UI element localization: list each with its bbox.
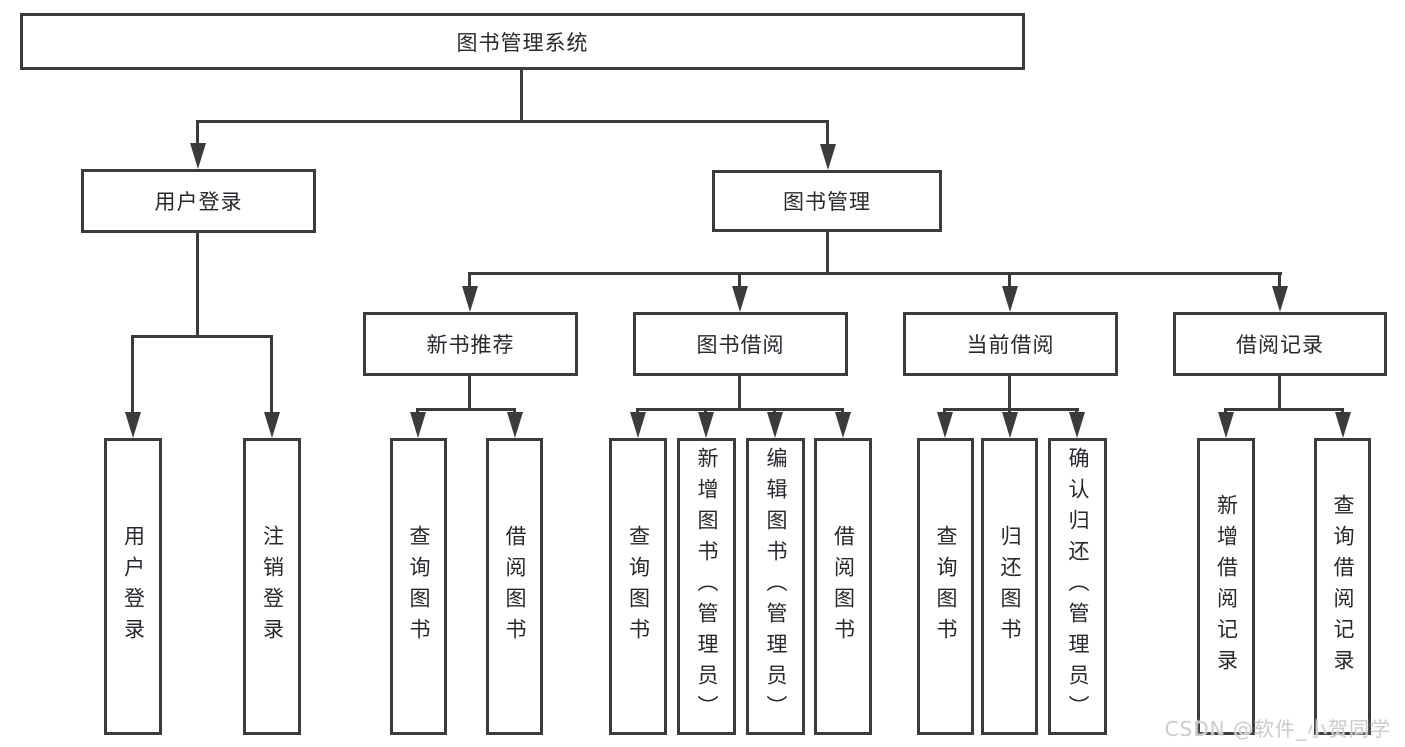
connector-stem [468, 272, 471, 290]
node-book-borrow-label: 图书借阅 [696, 333, 785, 357]
arrowhead-down-icon [507, 412, 523, 438]
node-user-login: 用户登录 [81, 169, 316, 233]
node-root-label: 图书管理系统 [456, 30, 589, 55]
leaf-query-book-2: 查询图书 [609, 438, 667, 735]
connector-stem [1278, 272, 1281, 290]
node-new-book-recommend-label: 新书推荐 [426, 333, 515, 357]
arrowhead-down-icon [264, 412, 280, 438]
node-current-borrow-label: 当前借阅 [966, 333, 1055, 357]
leaf-query-borrow-record-label: 查询借阅记录 [1331, 493, 1355, 680]
leaf-add-borrow-record-label: 新增借阅记录 [1214, 493, 1239, 680]
leaf-edit-book-admin-label: 编辑图书（管理员） [764, 447, 788, 726]
arrowhead-down-icon [462, 286, 478, 312]
arrowhead-down-icon [125, 412, 141, 438]
arrowhead-down-icon [1218, 412, 1234, 438]
connector-mgmt-stem [826, 120, 829, 146]
leaf-query-book-1-label: 查询图书 [407, 524, 431, 649]
connector-mgmt-trunk [826, 232, 829, 275]
leaf-query-book-1: 查询图书 [390, 438, 447, 735]
arrowhead-down-icon [767, 412, 783, 438]
arrowhead-down-icon [937, 412, 953, 438]
arrowhead-down-icon [410, 412, 426, 438]
leaf-add-borrow-record: 新增借阅记录 [1197, 438, 1255, 735]
leaf-user-login: 用户登录 [104, 438, 162, 735]
arrowhead-down-icon [190, 143, 206, 169]
node-book-mgmt-label: 图书管理 [783, 190, 871, 214]
connector-root-trunk [520, 70, 523, 120]
leaf-borrow-book-1-label: 借阅图书 [503, 524, 527, 649]
connector-stem [1008, 272, 1011, 290]
arrowhead-down-icon [1069, 412, 1085, 438]
leaf-query-book-2-label: 查询图书 [626, 524, 651, 649]
connector-group-branch [416, 408, 516, 411]
connector-stem [738, 272, 741, 290]
arrowhead-down-icon [1002, 286, 1018, 312]
arrowhead-down-icon [820, 144, 836, 170]
csdn-watermark: CSDN @软件_小贺同学 [1164, 717, 1391, 741]
node-current-borrow: 当前借阅 [903, 312, 1118, 376]
connector-level3-branch [468, 272, 1282, 275]
connector-level2-branch [196, 120, 829, 123]
connector-group-trunk [738, 376, 741, 410]
leaf-return-book: 归还图书 [981, 438, 1038, 735]
leaf-logout: 注销登录 [243, 438, 301, 735]
leaf-borrow-book-2-label: 借阅图书 [831, 524, 856, 649]
node-borrow-record: 借阅记录 [1173, 312, 1387, 376]
node-book-mgmt: 图书管理 [712, 170, 942, 232]
connector-group-trunk [468, 376, 471, 410]
node-user-login-label: 用户登录 [154, 190, 243, 214]
connector-user-stem [196, 120, 199, 146]
node-borrow-record-label: 借阅记录 [1236, 333, 1324, 357]
arrowhead-down-icon [732, 286, 748, 312]
connector-user-trunk [196, 233, 199, 336]
arrowhead-down-icon [1272, 286, 1288, 312]
leaf-return-book-label: 归还图书 [998, 524, 1022, 649]
leaf-add-book-admin-label: 新增图书（管理员） [695, 447, 719, 726]
connector-group-branch [943, 408, 1079, 411]
arrowhead-down-icon [835, 412, 851, 438]
arrowhead-down-icon [698, 412, 714, 438]
leaf-edit-book-admin: 编辑图书（管理员） [746, 438, 805, 735]
connector-stem [131, 335, 134, 415]
node-new-book-recommend: 新书推荐 [363, 312, 578, 376]
arrowhead-down-icon [1335, 412, 1351, 438]
leaf-logout-label: 注销登录 [260, 524, 285, 649]
leaf-confirm-return-admin: 确认归还（管理员） [1048, 438, 1107, 735]
arrowhead-down-icon [630, 412, 646, 438]
leaf-query-borrow-record: 查询借阅记录 [1314, 438, 1371, 735]
leaf-user-login-label: 用户登录 [121, 524, 146, 649]
leaf-borrow-book-1: 借阅图书 [486, 438, 543, 735]
leaf-confirm-return-admin-label: 确认归还（管理员） [1066, 447, 1090, 726]
leaf-query-book-3: 查询图书 [917, 438, 974, 735]
arrowhead-down-icon [1002, 412, 1018, 438]
connector-stem [270, 335, 273, 415]
connector-group-branch [636, 408, 844, 411]
node-book-borrow: 图书借阅 [633, 312, 848, 376]
connector-user-branch [131, 335, 273, 338]
connector-group-trunk [1008, 376, 1011, 410]
leaf-add-book-admin: 新增图书（管理员） [677, 438, 736, 735]
node-root: 图书管理系统 [20, 13, 1025, 70]
leaf-borrow-book-2: 借阅图书 [814, 438, 872, 735]
connector-group-branch [1224, 408, 1344, 411]
leaf-query-book-3-label: 查询图书 [934, 524, 958, 649]
connector-group-trunk [1278, 376, 1281, 410]
